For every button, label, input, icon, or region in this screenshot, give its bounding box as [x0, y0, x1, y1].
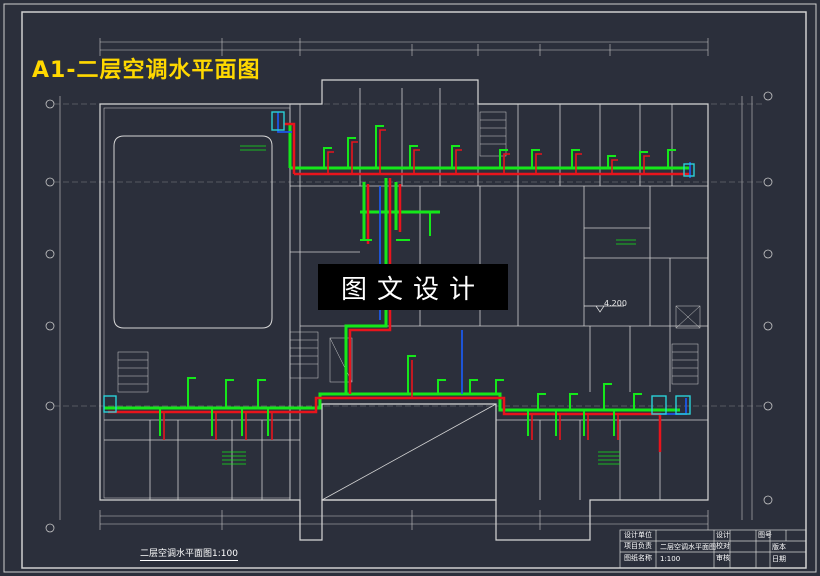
stairs [117, 111, 701, 393]
title-block-drawing-name-value: 二层空调水平面图 [660, 543, 716, 551]
title-block-cell-design-unit: 设计单位 [624, 531, 652, 539]
annotation-tags [222, 145, 636, 465]
side-dimensions [59, 96, 753, 520]
top-dimensions [99, 38, 709, 56]
title-block-cell-version: 版本 [772, 543, 786, 551]
title-block-cell-design: 设计 [716, 531, 730, 539]
title-block-cell-date: 日期 [772, 555, 786, 563]
title-block [619, 529, 807, 569]
elevation-label: 4.200 [604, 299, 627, 308]
drawing-title: A1-二层空调水平面图 [32, 58, 261, 83]
elevation-marker [584, 305, 624, 313]
title-block-cell-project-lead: 项目负责 [624, 542, 652, 550]
bottom-dimensions [99, 510, 709, 530]
condensate-pipes [277, 112, 691, 415]
equipment [103, 111, 695, 415]
title-block-cell-drawing-no: 图号 [758, 531, 772, 539]
title-block-cell-review: 审核 [716, 554, 730, 562]
building-walls [99, 79, 709, 541]
sheet-border-outer [3, 3, 817, 573]
title-block-scale: 1:100 [660, 555, 681, 563]
fan-coil-branches [159, 125, 676, 440]
title-block-cell-drawing-name: 图纸名称 [624, 554, 652, 562]
watermark: 图文设计 [318, 264, 508, 310]
sheet-border-inner [21, 11, 807, 569]
drawing-caption: 二层空调水平面图1:100 [140, 546, 238, 561]
title-block-cell-check: 校对 [716, 542, 730, 550]
